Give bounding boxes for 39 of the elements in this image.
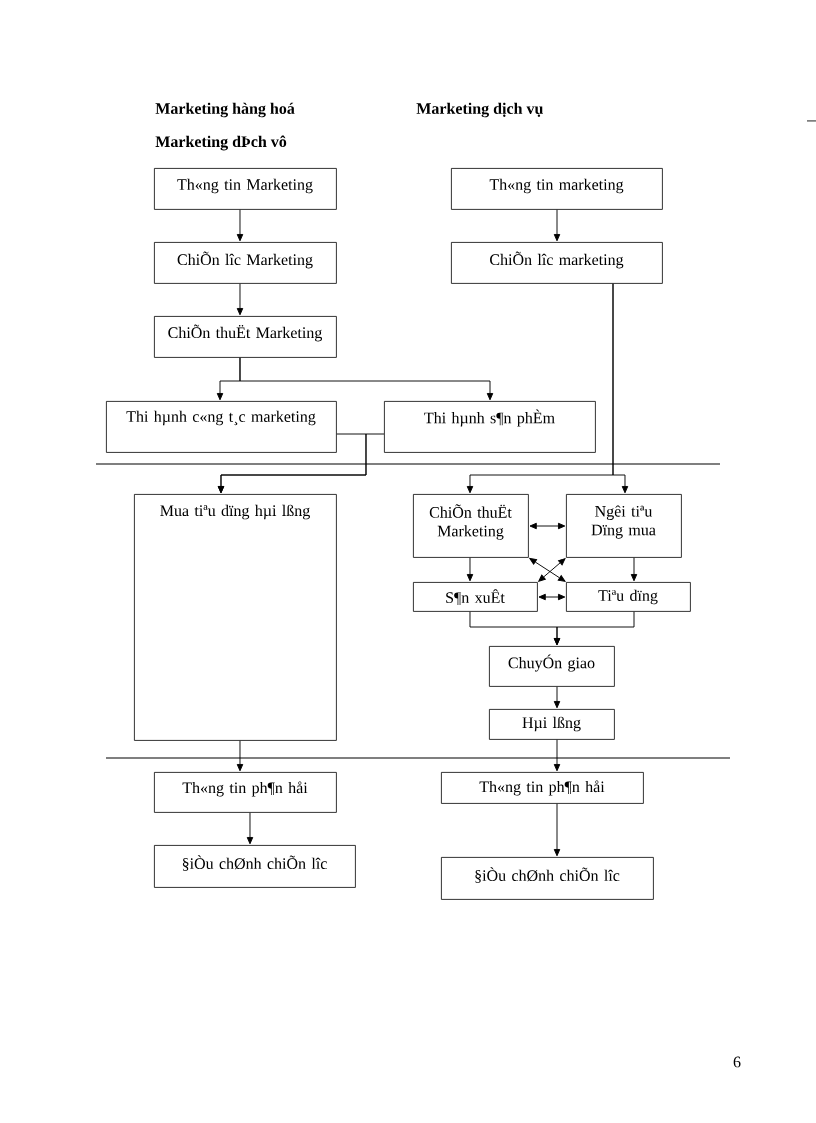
process-box: Th«ng tin ph¶n håi: [441, 772, 644, 804]
process-box: §iÒu chØnh chiÕn lîc: [441, 857, 654, 900]
column-heading: Marketing hàng hoá: [155, 102, 295, 118]
arrow: [553, 686, 561, 709]
arrow: [553, 611, 635, 646]
arrow: [239, 357, 494, 401]
process-box: Hµi lßng: [489, 709, 615, 740]
double-arrow: [538, 593, 566, 601]
arrow: [612, 283, 629, 494]
column-heading: Marketing dÞch vô: [155, 135, 287, 151]
process-box: ChiÕn lîc Marketing: [154, 242, 337, 284]
process-box: Th«ng tin Marketing: [154, 168, 337, 210]
process-box: ChiÕn thuËt Marketing: [154, 316, 337, 358]
process-box: ChiÕn lîc marketing: [451, 242, 663, 284]
process-box: Th«ng tin ph¶n håi: [154, 772, 337, 813]
process-box: Thi hµnh c«ng t¸c marketing: [106, 401, 337, 453]
arrow: [553, 739, 561, 772]
process-box: Ngêi tiªu Dïng mua: [566, 494, 682, 558]
process-box: Thi hµnh s¶n phÈm: [384, 401, 596, 453]
double-arrow: [538, 558, 566, 582]
process-box: Mua tiªu dïng hµi lßng: [134, 494, 337, 741]
double-arrow: [529, 558, 566, 582]
column-heading: Marketing dịch vụ: [416, 102, 543, 118]
arrow: [236, 740, 244, 772]
arrow: [630, 557, 638, 582]
process-box: §iÒu chØnh chiÕn lîc: [154, 845, 356, 888]
process-box: Tiªu dïng: [566, 582, 691, 612]
arrow: [553, 209, 561, 242]
process-box: ChiÕn thuËt Marketing: [413, 494, 529, 558]
process-box: ChuyÓn giao: [489, 646, 615, 687]
process-box: Th«ng tin marketing: [451, 168, 663, 210]
arrow: [236, 209, 244, 242]
arrow: [466, 557, 474, 582]
arrow: [246, 812, 254, 845]
process-box: S¶n xuÊt: [413, 582, 538, 612]
arrow: [553, 803, 561, 857]
double-arrow: [529, 522, 566, 530]
arrow: [236, 283, 244, 316]
page-number: 6: [733, 1056, 741, 1068]
